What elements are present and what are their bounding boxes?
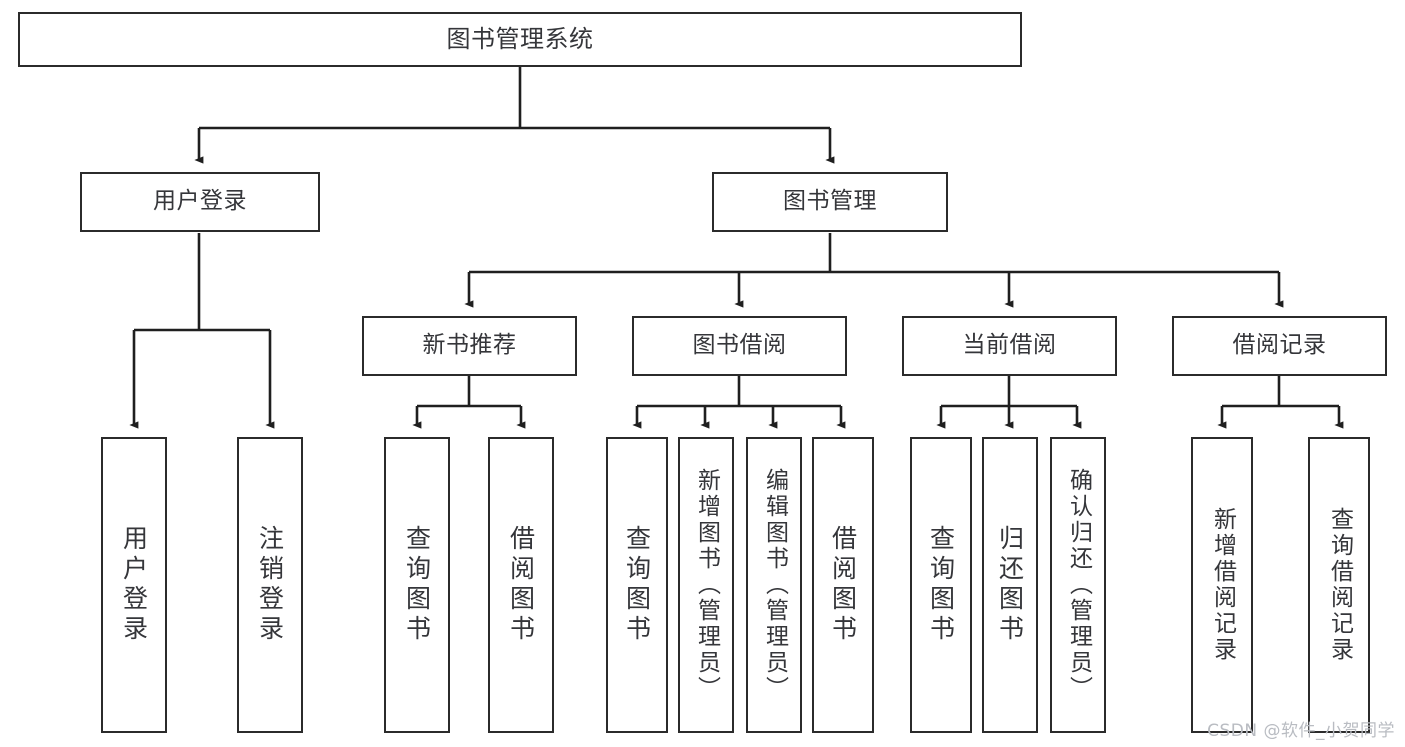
- node-label: 注销登录: [255, 525, 285, 645]
- node-label: 新书推荐: [422, 332, 517, 359]
- node-leaf-borrow-book-2[interactable]: 借阅图书: [812, 437, 874, 733]
- node-label: 查询图书: [622, 525, 652, 645]
- node-label: 图书借阅: [692, 332, 787, 359]
- node-leaf-add-record[interactable]: 新增借阅记录: [1191, 437, 1253, 733]
- node-book-borrow[interactable]: 图书借阅: [632, 316, 847, 376]
- watermark-text: CSDN @软件_小贺同学: [1207, 721, 1395, 741]
- node-label: 编辑图书（管理员）: [761, 468, 788, 702]
- node-label: 当前借阅: [962, 332, 1057, 359]
- node-borrow-record[interactable]: 借阅记录: [1172, 316, 1387, 376]
- node-current-borrow[interactable]: 当前借阅: [902, 316, 1117, 376]
- node-leaf-add-book[interactable]: 新增图书（管理员）: [678, 437, 734, 733]
- node-user-login[interactable]: 用户登录: [80, 172, 320, 232]
- node-label: 借阅记录: [1232, 332, 1327, 359]
- node-leaf-query-book-3[interactable]: 查询图书: [910, 437, 972, 733]
- node-leaf-return-book[interactable]: 归还图书: [982, 437, 1038, 733]
- node-label: 新增借阅记录: [1209, 507, 1236, 663]
- node-leaf-confirm-return[interactable]: 确认归还（管理员）: [1050, 437, 1106, 733]
- node-leaf-edit-book[interactable]: 编辑图书（管理员）: [746, 437, 802, 733]
- node-label: 新增图书（管理员）: [693, 468, 720, 702]
- node-label: 用户登录: [153, 188, 247, 215]
- node-label: 查询图书: [926, 525, 956, 645]
- node-label: 查询图书: [402, 525, 432, 645]
- node-leaf-query-book-2[interactable]: 查询图书: [606, 437, 668, 733]
- node-label: 图书管理: [783, 188, 877, 215]
- node-label: 用户登录: [119, 525, 149, 645]
- node-label: 借阅图书: [828, 525, 858, 645]
- node-root-system[interactable]: 图书管理系统: [18, 12, 1022, 67]
- node-leaf-user-login[interactable]: 用户登录: [101, 437, 167, 733]
- node-label: 归还图书: [995, 525, 1025, 645]
- node-label: 图书管理系统: [446, 25, 594, 54]
- node-book-management[interactable]: 图书管理: [712, 172, 948, 232]
- node-leaf-logout[interactable]: 注销登录: [237, 437, 303, 733]
- node-label: 查询借阅记录: [1326, 507, 1353, 663]
- node-label: 借阅图书: [506, 525, 536, 645]
- node-leaf-borrow-book-1[interactable]: 借阅图书: [488, 437, 554, 733]
- node-leaf-query-record[interactable]: 查询借阅记录: [1308, 437, 1370, 733]
- node-label: 确认归还（管理员）: [1065, 468, 1092, 702]
- node-leaf-query-book-1[interactable]: 查询图书: [384, 437, 450, 733]
- node-new-book-recommend[interactable]: 新书推荐: [362, 316, 577, 376]
